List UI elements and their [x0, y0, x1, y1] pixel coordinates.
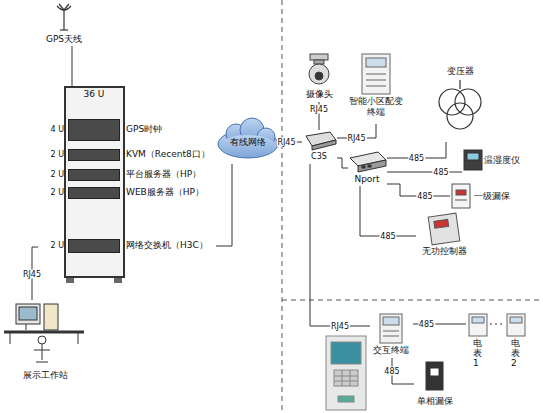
leakage-breaker: 一级漏保 — [450, 182, 522, 210]
device-box — [68, 187, 120, 199]
node-label: 无功控制器 — [416, 246, 472, 257]
device-box — [68, 149, 120, 161]
camera: 摄像头 — [298, 52, 341, 102]
rack-device: 2 U 平台服务器（HP） — [38, 168, 216, 182]
smart-terminal: 智能小区配变终端 — [348, 52, 405, 124]
node-label: GPS天线 — [28, 34, 100, 45]
node-label: 网络交换机（H3C） — [126, 240, 208, 251]
port-label: 485 — [379, 232, 396, 241]
node-label: 展示工作站 — [4, 370, 86, 381]
region-divider — [282, 0, 283, 413]
node-label: 温湿度仪 — [484, 155, 520, 166]
switch-symbol — [306, 132, 336, 150]
node-label: 平台服务器（HP） — [126, 169, 201, 180]
rack-device: 2 U 网络交换机（H3C） — [38, 238, 216, 254]
region-divider — [282, 300, 543, 301]
humidity-meter: 温湿度仪 — [462, 146, 528, 176]
node-label: 电表1 — [473, 339, 482, 369]
node-label: C3S — [302, 151, 336, 162]
rack-device: 2 U KVM（Recent8口） — [38, 148, 216, 162]
node-label: 智能小区配变终端 — [348, 96, 404, 118]
connector — [72, 46, 73, 86]
interaction-terminal: 交互终端 — [370, 312, 413, 358]
breaker-symbol — [426, 362, 443, 390]
network-switch: C3S — [302, 130, 337, 164]
port-label: RJ45 — [309, 105, 329, 114]
power-controller: 无功控制器 — [416, 212, 473, 260]
meter-symbol — [469, 314, 525, 336]
port-label: RJ45 — [346, 134, 366, 143]
node-label: 摄像头 — [298, 89, 340, 100]
breaker-symbol — [452, 184, 470, 208]
port-label: 485 — [383, 367, 400, 376]
port-label: 485 — [408, 154, 425, 163]
device-box — [68, 119, 120, 141]
node-label: Nport — [348, 174, 386, 185]
unit-label: 2 U — [38, 169, 64, 180]
node-label: 36 U — [64, 89, 124, 100]
rack-cabinet: 36 U4 UGPS时钟2 UKVM（Recent8口）2 U平台服务器（HP）… — [64, 86, 125, 278]
electric-meter: 电表1 — [466, 312, 490, 374]
port-label: 485 — [432, 168, 449, 177]
terminal-symbol — [380, 314, 402, 343]
connector — [337, 158, 348, 168]
network-cloud: 有线网络 — [216, 120, 281, 164]
connector — [387, 172, 462, 173]
node-label: 单相漏保 — [414, 396, 456, 407]
connector — [216, 164, 232, 246]
node-label: 交互终端 — [370, 345, 412, 356]
rack-device: 2 U WEB服务器（HP） — [38, 186, 216, 200]
node-label: 电表2 — [511, 339, 520, 369]
node-label: WEB服务器（HP） — [126, 187, 204, 198]
connector — [490, 324, 504, 325]
camera-symbol — [309, 54, 329, 84]
unit-label: 2 U — [38, 149, 64, 160]
device-box — [68, 169, 120, 181]
meter-symbol — [464, 150, 482, 170]
terminal-symbol — [362, 54, 390, 94]
serial-server-symbol — [350, 152, 386, 172]
antenna-symbol — [57, 4, 71, 30]
port-label: RJ45 — [22, 269, 42, 278]
port-label: 485 — [418, 320, 435, 329]
rack-device: 4 U GPS时钟 — [38, 118, 216, 142]
port-label: RJ45 — [330, 322, 350, 331]
workstation-symbol — [4, 304, 84, 362]
unit-label: 2 U — [38, 187, 64, 198]
node-label: 一级漏保 — [474, 191, 510, 202]
node-label: 有线网络 — [216, 137, 280, 148]
transformer-symbol — [439, 80, 481, 129]
unit-label: 2 U — [38, 240, 64, 251]
single-phase-breaker: 单相漏保 — [414, 360, 457, 410]
controller-symbol — [428, 213, 460, 245]
transformer: 变压器 — [428, 66, 493, 142]
display-workstation: 展示工作站 — [4, 300, 87, 384]
device-box — [68, 239, 120, 253]
serial-server: Nport — [348, 150, 387, 186]
node-label: KVM（Recent8口） — [126, 149, 210, 160]
node-label: 变压器 — [428, 66, 492, 77]
port-label: RJ45 — [276, 138, 296, 147]
unit-label: 4 U — [38, 124, 64, 135]
node-label: GPS时钟 — [126, 124, 162, 135]
electric-meter: 电表2 — [504, 312, 528, 374]
port-label: 485 — [416, 192, 433, 201]
cabinet-symbol — [326, 336, 366, 410]
connector — [310, 164, 370, 326]
connector — [360, 186, 416, 236]
gps-antenna: GPS天线 — [28, 2, 101, 46]
